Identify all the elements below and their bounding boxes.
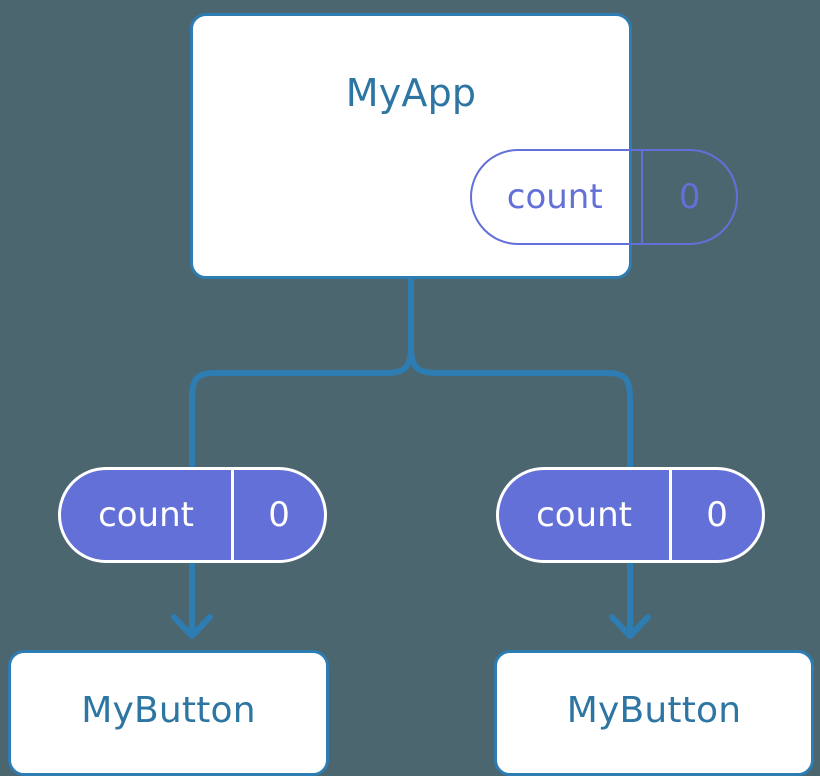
branch-left <box>189 345 414 470</box>
prop-pill-left[interactable]: count 0 <box>58 467 327 563</box>
component-card-myapp[interactable]: MyApp count 0 <box>190 13 738 279</box>
state-pill-root-value: 0 <box>641 151 736 243</box>
prop-pill-left-key: count <box>98 495 194 535</box>
arrow-left-head <box>171 614 213 639</box>
branch-right <box>408 345 633 470</box>
state-pill-root-key: count <box>506 177 603 217</box>
prop-pill-right[interactable]: count 0 <box>496 467 765 563</box>
component-card-mybutton-left[interactable]: MyButton <box>8 650 329 776</box>
arrow-right-head <box>609 614 651 639</box>
prop-pill-right-value: 0 <box>669 470 762 560</box>
component-title-myapp: MyApp <box>345 71 477 115</box>
state-pill-root[interactable]: count 0 <box>470 149 738 245</box>
prop-pill-left-value: 0 <box>231 470 324 560</box>
prop-pill-right-key: count <box>536 495 632 535</box>
component-title-mybutton-right: MyButton <box>566 690 742 731</box>
component-title-mybutton-left: MyButton <box>81 690 256 731</box>
component-card-mybutton-right[interactable]: MyButton <box>494 650 814 776</box>
